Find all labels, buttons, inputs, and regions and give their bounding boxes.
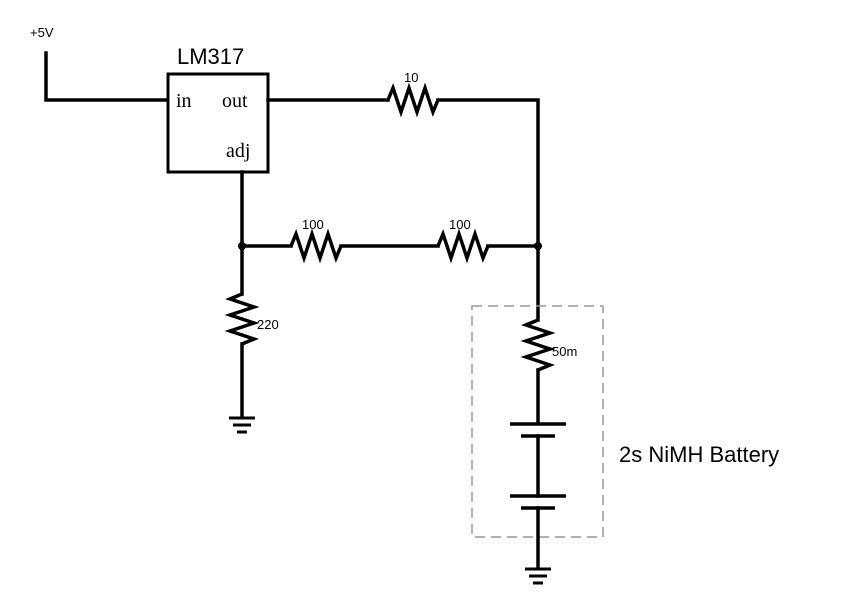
- ground-symbol-right: [525, 567, 551, 585]
- resistor-100-right-label: 100: [449, 217, 471, 232]
- supply-wire: [44, 51, 170, 102]
- resistor-220-label: 220: [257, 317, 279, 332]
- resistor-100-right: [436, 228, 490, 264]
- right-rail-wire: [436, 98, 540, 322]
- pin-adj-label: adj: [226, 140, 250, 162]
- junction-right: [534, 242, 542, 250]
- supply-label: +5V: [30, 25, 54, 40]
- battery-label: 2s NiMH Battery: [619, 442, 779, 467]
- battery-cell-2: [510, 494, 566, 510]
- junction-left: [238, 242, 246, 250]
- resistor-100-left-label: 100: [302, 217, 324, 232]
- resistor-50m: [520, 318, 556, 372]
- resistor-50m-label: 50m: [552, 344, 577, 359]
- resistor-100-left: [289, 228, 343, 264]
- pin-in-label: in: [176, 90, 192, 112]
- battery-cell-1: [510, 422, 566, 438]
- regulator-name: LM317: [177, 44, 244, 69]
- resistor-220: [224, 292, 260, 346]
- pin-out-label: out: [222, 90, 248, 112]
- lm317-regulator: [166, 72, 270, 174]
- resistor-10: [386, 82, 440, 118]
- resistor-10-label: 10: [404, 70, 418, 85]
- ground-symbol-left: [229, 416, 255, 434]
- battery-pack-outline: [471, 305, 604, 538]
